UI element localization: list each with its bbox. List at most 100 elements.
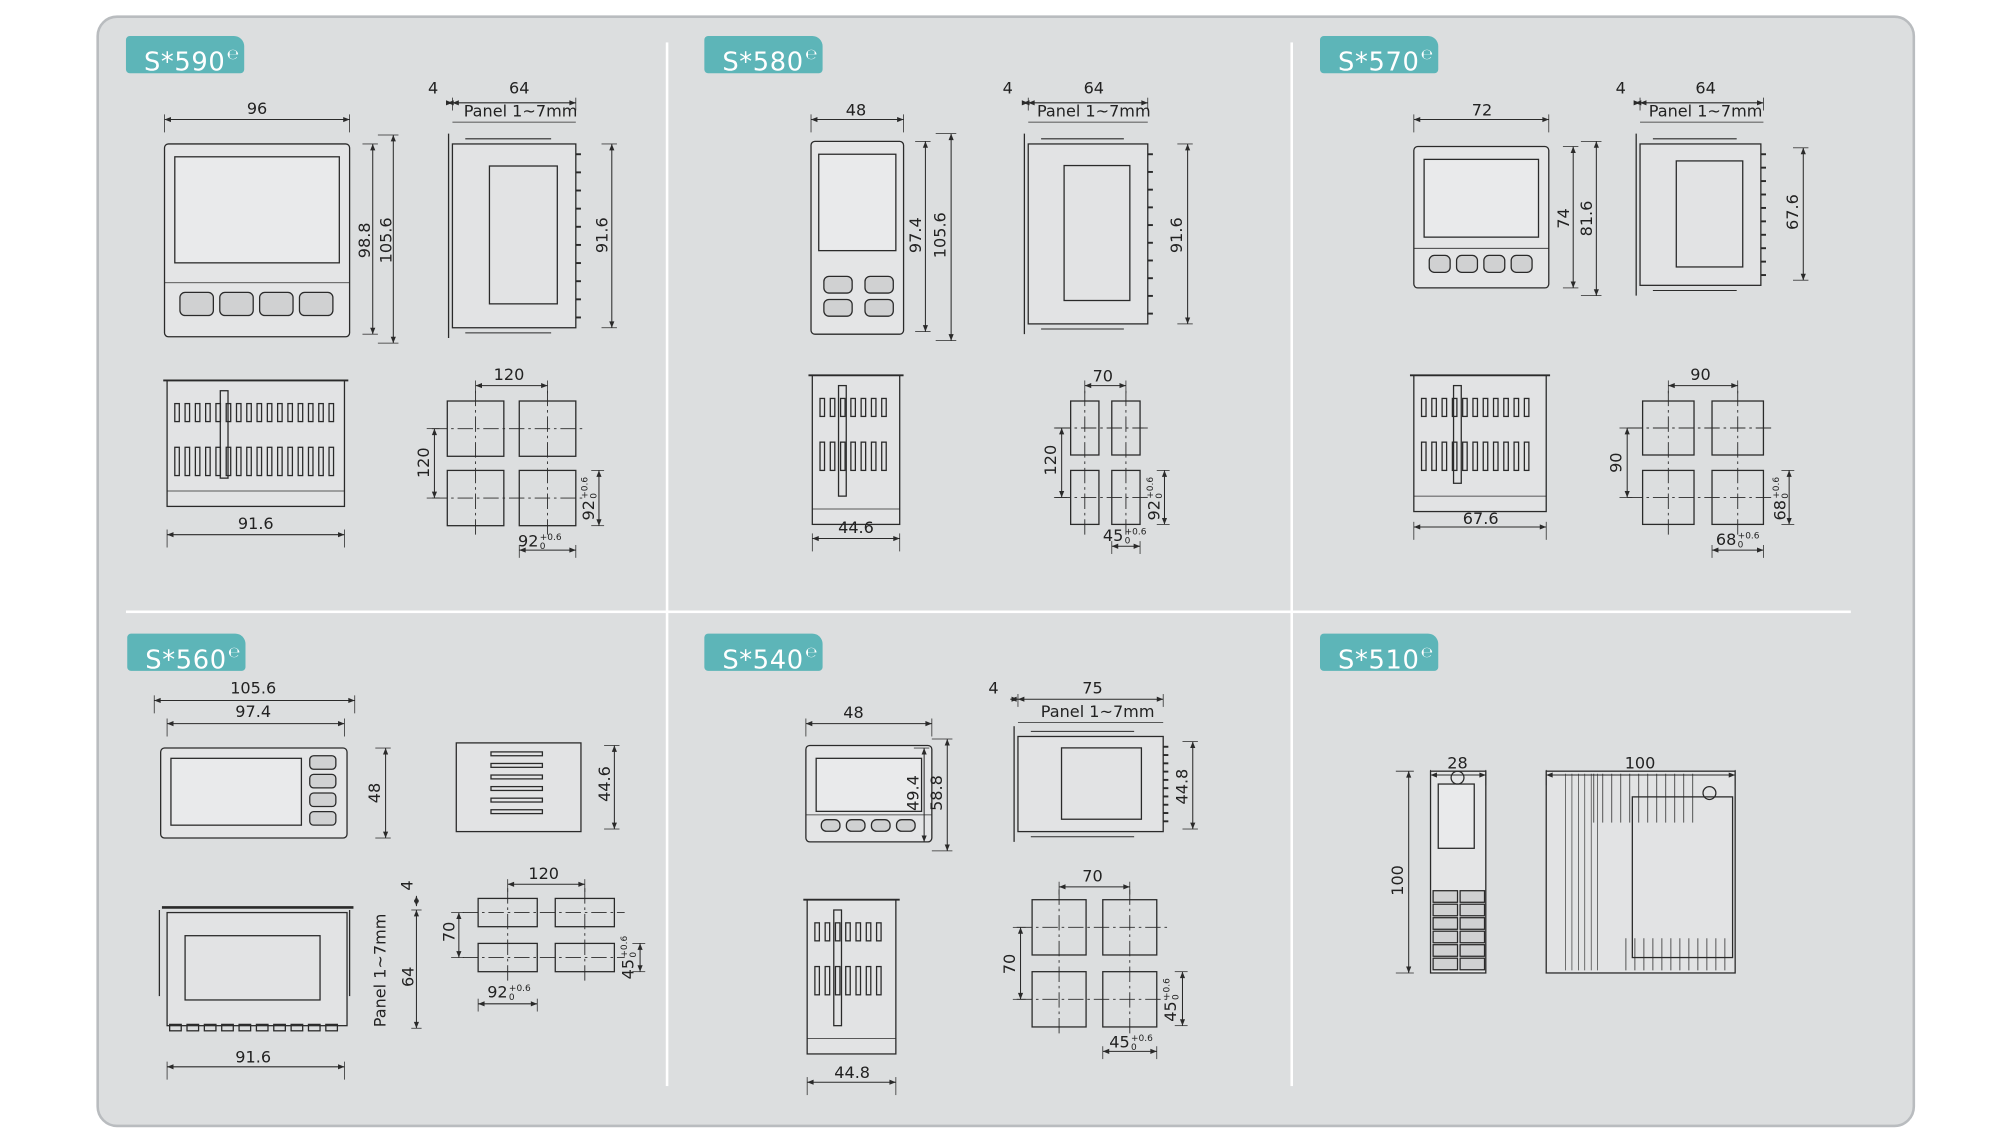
dimension-arrow bbox=[348, 697, 355, 704]
vent-slot bbox=[1462, 441, 1468, 472]
dimension-value: 68 bbox=[1769, 500, 1790, 521]
dimension-arrow bbox=[1413, 524, 1421, 530]
vent-slot bbox=[490, 809, 544, 815]
dimension-arrow bbox=[596, 519, 602, 526]
key-button bbox=[179, 291, 215, 317]
dimension-arrow bbox=[1593, 289, 1599, 296]
key-button bbox=[309, 792, 337, 808]
vent-slot bbox=[235, 446, 242, 477]
label-window bbox=[488, 165, 558, 305]
vent-slot bbox=[1482, 441, 1489, 472]
e-mark-icon: ℮ bbox=[1420, 46, 1434, 63]
dimension-label: 120 bbox=[414, 447, 433, 478]
dimension-label: 70 bbox=[1082, 868, 1102, 885]
key-button bbox=[309, 773, 337, 789]
dimension-arrow bbox=[154, 697, 161, 704]
tolerance-lower: 0 bbox=[539, 541, 546, 552]
dimension-value: 70 bbox=[1092, 365, 1114, 386]
e-mark-icon: ℮ bbox=[227, 643, 241, 661]
key-button bbox=[895, 819, 916, 832]
dimension-arrow bbox=[431, 491, 438, 499]
dimension-label: 100 bbox=[1625, 754, 1656, 771]
vent-slot bbox=[490, 774, 544, 780]
dimension-arrow bbox=[370, 143, 376, 151]
vent-slot bbox=[1441, 397, 1448, 418]
vent-slot bbox=[1513, 441, 1520, 472]
dimension-arrow bbox=[390, 336, 396, 344]
dimension-arrow bbox=[1161, 470, 1168, 477]
dimension-label: 90 bbox=[1690, 364, 1711, 384]
display-window bbox=[174, 156, 340, 264]
dimension-arrow bbox=[1141, 100, 1148, 106]
dimension-arrow bbox=[922, 141, 928, 148]
key-button bbox=[298, 291, 334, 317]
dimension-label: 44.6 bbox=[838, 519, 874, 536]
dimension-arrow bbox=[897, 116, 904, 123]
dimension-arrow bbox=[370, 327, 376, 335]
latch bbox=[219, 390, 229, 479]
dimension-label: 98.8 bbox=[354, 222, 373, 258]
dimension-value: 91.6 bbox=[235, 1047, 272, 1067]
dimension-arrow bbox=[1059, 884, 1066, 890]
dimension-value: 70 bbox=[439, 921, 459, 943]
terminal-block bbox=[1459, 944, 1486, 957]
dimension-arrow bbox=[1546, 772, 1553, 778]
vent-slot bbox=[860, 397, 867, 418]
vent-slot bbox=[246, 446, 252, 477]
dimension-arrow bbox=[1406, 966, 1412, 973]
dimension-arrow bbox=[167, 1064, 174, 1070]
dimension-arrow bbox=[1633, 100, 1641, 106]
dimension-label: 70 bbox=[1000, 954, 1019, 974]
vent-slot bbox=[824, 965, 831, 996]
vent-slot bbox=[870, 441, 877, 472]
housing-panel bbox=[1631, 796, 1734, 959]
vent-slot bbox=[1523, 441, 1530, 472]
vent-slot bbox=[1420, 441, 1427, 472]
dimension-value: 100 bbox=[1387, 865, 1408, 896]
dimension-value: 67.6 bbox=[1782, 194, 1802, 230]
dimension-value: 90 bbox=[1690, 364, 1711, 384]
dimension-arrow bbox=[338, 532, 345, 538]
dimension-value: 45 bbox=[1160, 1001, 1180, 1022]
vent-slot bbox=[855, 965, 862, 996]
vent-slot bbox=[1451, 441, 1458, 472]
dimension-arrow bbox=[338, 1064, 345, 1070]
dimension-label: 91.6 bbox=[592, 217, 611, 253]
model-tag-s560: S*560℮ bbox=[127, 633, 246, 675]
vent-slot bbox=[1513, 397, 1520, 418]
dimension-value: 45 bbox=[1102, 525, 1124, 545]
key-button bbox=[1455, 254, 1479, 273]
dimension-arrow bbox=[1021, 100, 1029, 106]
vent-slot bbox=[256, 446, 263, 477]
key-button bbox=[309, 755, 337, 770]
dimension-arrow bbox=[609, 321, 615, 328]
model-name: S*580 bbox=[722, 46, 804, 78]
e-mark-icon: ℮ bbox=[805, 46, 818, 63]
dimension-arrow bbox=[889, 1079, 896, 1085]
dimension-value: 92 bbox=[1143, 500, 1164, 521]
divider-vertical-1 bbox=[665, 42, 669, 1087]
model-name: S*560 bbox=[145, 643, 227, 675]
vent-slot bbox=[266, 402, 273, 423]
dimension-arrow bbox=[1640, 100, 1647, 106]
dimension-arrow bbox=[1150, 1048, 1157, 1054]
dimension-label: 91.6 bbox=[1167, 217, 1186, 253]
dimension-label: 67.6 bbox=[1782, 194, 1802, 230]
dimension-arrow bbox=[611, 745, 617, 752]
dimension-arrow bbox=[519, 547, 526, 553]
dimension-label: 96 bbox=[247, 100, 267, 117]
terminal-block bbox=[1432, 903, 1459, 917]
dimension-value: Panel 1~7mm bbox=[369, 913, 390, 1028]
dimension-arrow bbox=[1712, 547, 1719, 553]
dimension-arrow bbox=[507, 881, 515, 887]
dimension-arrow bbox=[944, 739, 950, 746]
dimension-value: 97.4 bbox=[235, 701, 272, 721]
dimension-arrow bbox=[413, 899, 420, 907]
vent-slot bbox=[829, 441, 836, 472]
dimension-arrow bbox=[431, 428, 438, 436]
